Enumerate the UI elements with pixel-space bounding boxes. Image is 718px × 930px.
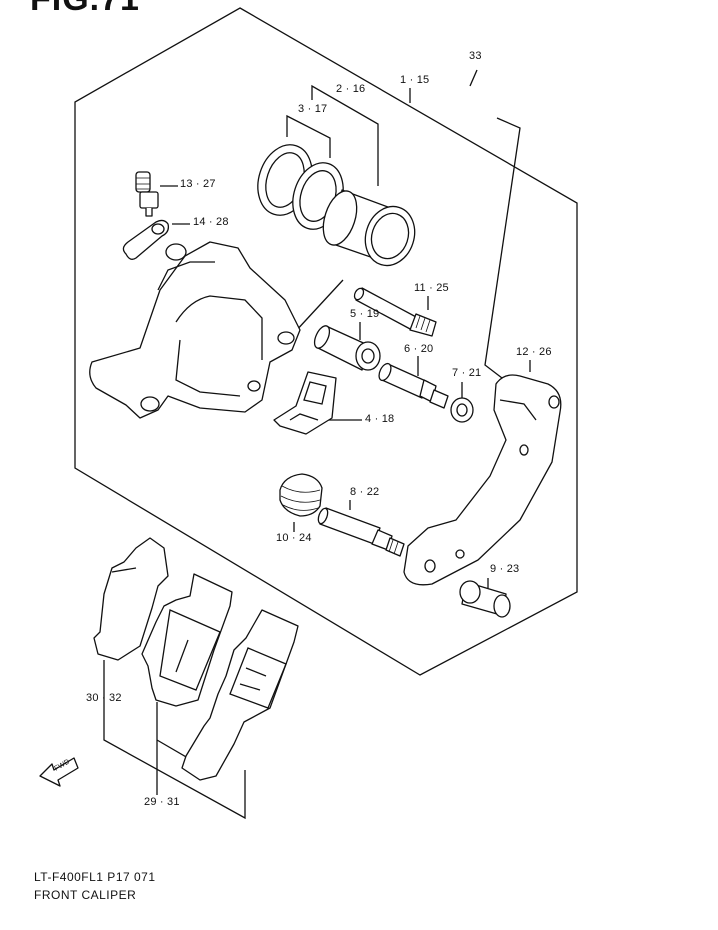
slide-pin-middle: [378, 362, 449, 409]
bracket-bushing: [459, 580, 511, 618]
callout-3-17: 3 · 17: [298, 103, 328, 115]
brake-pad-inner: [141, 573, 233, 707]
caliper-body: [89, 241, 301, 419]
callout-7-21: 7 · 21: [452, 367, 482, 379]
callout-6-20: 6 · 20: [404, 343, 434, 355]
forward-arrow-icon: [39, 757, 79, 787]
callout-14-28: 14 · 28: [193, 216, 229, 228]
assembly-frame: [74, 7, 578, 676]
callout-10-24: 10 · 24: [276, 532, 312, 544]
dust-boot: [279, 473, 323, 517]
piston-seals: [257, 144, 344, 230]
callout-29-31: 29 · 31: [144, 796, 180, 808]
callout-9-23: 9 · 23: [490, 563, 520, 575]
callout-30-32: 30 · 32: [86, 692, 122, 704]
callout-4-18: 4 · 18: [365, 413, 395, 425]
callout-1-15: 1 · 15: [400, 74, 430, 86]
diagram-code: LT-F400FL1 P17 071: [34, 870, 156, 884]
figure-title: FIG.71: [30, 0, 140, 19]
pad-shim: [181, 609, 299, 781]
callout-8-22: 8 · 22: [350, 486, 380, 498]
piston: [322, 189, 416, 267]
callout-13-27: 13 · 27: [180, 178, 216, 190]
callout-5-19: 5 · 19: [350, 308, 380, 320]
callout-33: 33: [469, 50, 482, 62]
pad-spring: [273, 371, 337, 435]
bleeder-cap: [122, 219, 170, 260]
caliper-bracket: [403, 374, 562, 586]
slide-pin-upper: [353, 287, 437, 337]
diagram-caption: FRONT CALIPER: [34, 888, 137, 902]
washer: [450, 397, 474, 423]
slide-pin-lower: [317, 507, 405, 557]
callout-2-16: 2 · 16: [336, 83, 366, 95]
callout-11-25: 11 · 25: [414, 282, 449, 294]
bleeder-screw: [135, 171, 159, 217]
brake-pad-outer: [93, 537, 169, 661]
callout-12-26: 12 · 26: [516, 346, 552, 358]
pin-sleeve: [313, 325, 381, 371]
